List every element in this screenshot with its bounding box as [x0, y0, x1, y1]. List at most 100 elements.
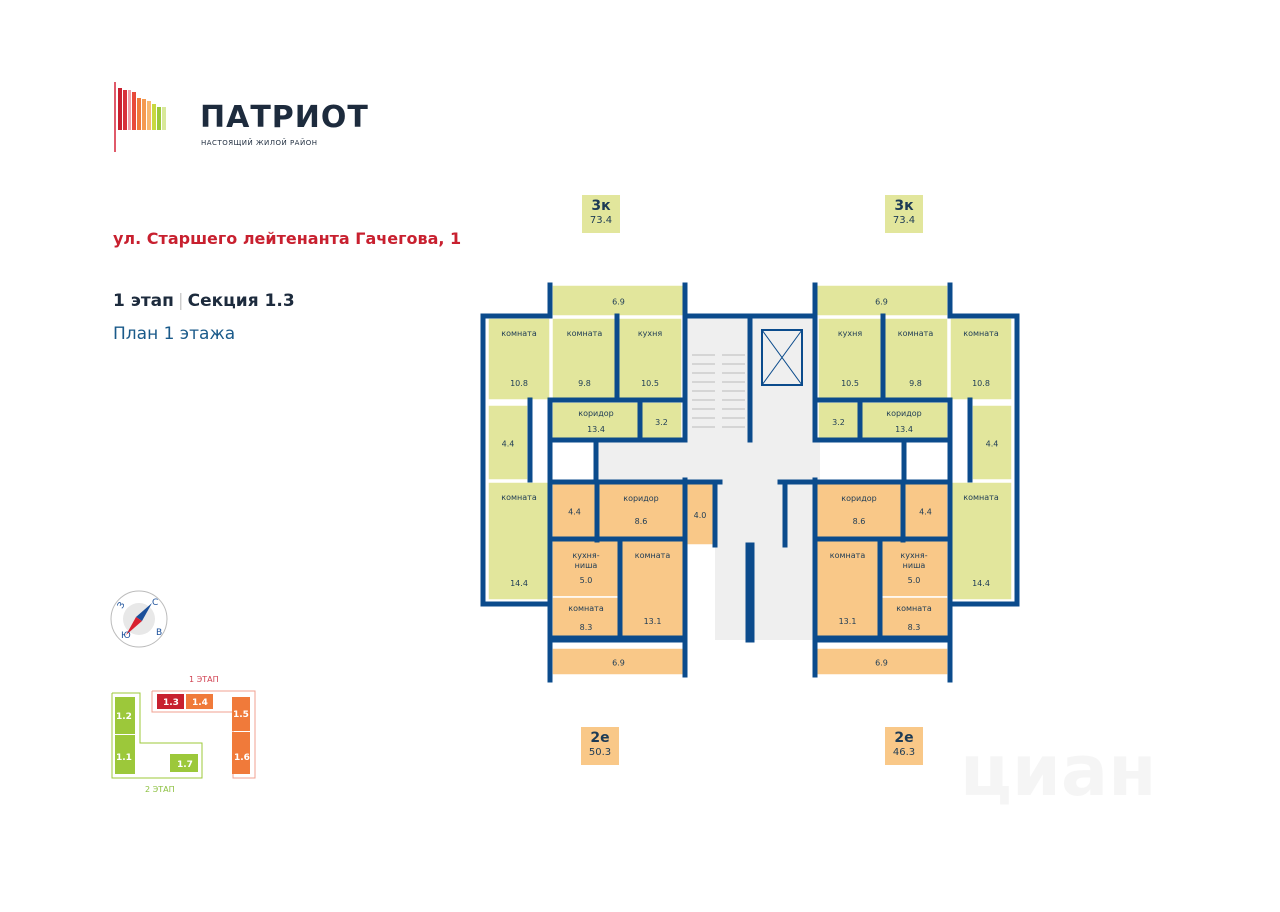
common-area	[750, 316, 820, 400]
room-area: 5.0	[580, 576, 593, 585]
address: ул. Старшего лейтенанта Гачегова, 1	[113, 229, 462, 248]
common-area	[715, 483, 820, 640]
section-1.6[interactable]: 1.6	[232, 732, 250, 774]
room-label: коридор	[623, 494, 659, 503]
room-shape	[902, 482, 949, 539]
apartment-3к-73.4[interactable]: комната10.8комната9.8кухня10.5коридор13.…	[814, 284, 1013, 601]
room-utility[interactable]: 4.4	[487, 404, 529, 481]
stage2-label: 2 ЭТАП	[145, 785, 175, 794]
room-shape	[619, 539, 686, 639]
apartment-type: 2е	[590, 730, 610, 746]
room-utility[interactable]: 4.0	[684, 482, 716, 546]
room-shape	[971, 404, 1013, 481]
room-area: 6.9	[875, 298, 888, 307]
room-label: комната	[501, 493, 537, 502]
room-label: кухня	[838, 329, 863, 338]
room-комната[interactable]: комната 8.3	[551, 596, 621, 639]
room-area: 6.9	[612, 298, 625, 307]
room-utility[interactable]: 6.9	[551, 647, 686, 676]
room-label: кухня-	[572, 551, 599, 560]
apartment-2е-46.3[interactable]: 4.4коридор8.6кухня-ниша5.0комната8.3комн…	[814, 482, 949, 676]
room-area: 6.9	[875, 659, 888, 668]
room-area: 8.3	[580, 623, 593, 632]
room-label: ниша	[903, 561, 926, 570]
apartment-tag-3k-right[interactable]: 3к 73.4	[885, 195, 923, 233]
room-area: 4.4	[986, 440, 999, 449]
room-shape	[551, 647, 686, 676]
room-area: 8.3	[908, 623, 921, 632]
room-label: комната	[567, 329, 603, 338]
room-utility[interactable]: 6.9	[814, 284, 949, 317]
room-area: 3.2	[655, 418, 668, 427]
room-utility[interactable]: 4.4	[902, 482, 949, 539]
stage-label: 1 этап	[113, 291, 174, 311]
apartment-2е-50.3[interactable]: 4.4коридор8.6кухня-ниша5.0комната8.3комн…	[551, 482, 716, 676]
room-area: 4.4	[568, 508, 581, 517]
section-1.1[interactable]: 1.1	[115, 735, 135, 774]
section-1.5[interactable]: 1.5	[232, 697, 250, 731]
room-area: 8.6	[635, 517, 648, 526]
room-комната[interactable]: комната 8.3	[879, 596, 949, 639]
room-shape	[487, 404, 529, 481]
room-utility[interactable]: 3.2	[817, 401, 860, 441]
apartment-tag-2e-left[interactable]: 2е 50.3	[581, 727, 619, 765]
room-area: 4.0	[694, 511, 707, 520]
stage-section: 1 этап|Секция 1.3	[113, 291, 295, 311]
room-area: 10.8	[972, 379, 990, 388]
room-shape	[596, 482, 686, 539]
watermark: циан	[960, 730, 1157, 812]
stage1-label: 1 ЭТАП	[189, 675, 219, 684]
compass-icon: С З Ю В	[110, 590, 168, 648]
elevator-icon	[761, 329, 803, 386]
logo-subtitle: НАСТОЯЩИЙ ЖИЛОЙ РАЙОН	[201, 139, 318, 147]
apartment-tag-3k-left[interactable]: 3к 73.4	[582, 195, 620, 233]
room-area: 13.1	[644, 617, 662, 626]
room-label: комната	[898, 329, 934, 338]
room-utility[interactable]: 6.9	[814, 647, 949, 676]
apartment-tag-2e-right[interactable]: 2е 46.3	[885, 727, 923, 765]
section-1.4[interactable]: 1.4	[186, 694, 213, 709]
room-коридор[interactable]: коридор 8.6	[596, 482, 686, 539]
section-label: Секция 1.3	[187, 291, 295, 311]
section-1.7[interactable]: 1.7	[170, 754, 198, 772]
apartment-type: 2е	[894, 730, 914, 746]
room-label: комната	[568, 604, 604, 613]
room-utility[interactable]: 4.4	[551, 482, 598, 539]
apartment-area: 73.4	[589, 215, 613, 226]
room-area: 14.4	[510, 579, 528, 588]
room-area: 13.4	[895, 425, 913, 434]
room-shape	[814, 482, 904, 539]
room-комната[interactable]: комната 14.4	[487, 481, 551, 601]
svg-text:1.2: 1.2	[116, 712, 132, 722]
room-label: комната	[896, 604, 932, 613]
apartment-3к-73.4[interactable]: комната10.8комната9.8кухня10.5коридор13.…	[487, 284, 686, 601]
room-utility[interactable]: 4.4	[971, 404, 1013, 481]
site-map: 1 ЭТАП 2 ЭТАП 1.3 1.4 1.5 1.6 1.2 1.1 1.…	[111, 675, 256, 794]
compass-s: Ю	[121, 631, 131, 641]
room-utility[interactable]: 6.9	[551, 284, 686, 317]
room-shape	[949, 481, 1013, 601]
room-label: коридор	[841, 494, 877, 503]
compass-n: С	[152, 598, 158, 608]
svg-text:1.1: 1.1	[116, 753, 132, 763]
room-area: 4.4	[502, 440, 515, 449]
section-1.3[interactable]: 1.3	[157, 694, 184, 709]
room-area: 6.9	[612, 659, 625, 668]
room-utility[interactable]: 3.2	[640, 401, 683, 441]
section-1.2[interactable]: 1.2	[115, 697, 135, 734]
